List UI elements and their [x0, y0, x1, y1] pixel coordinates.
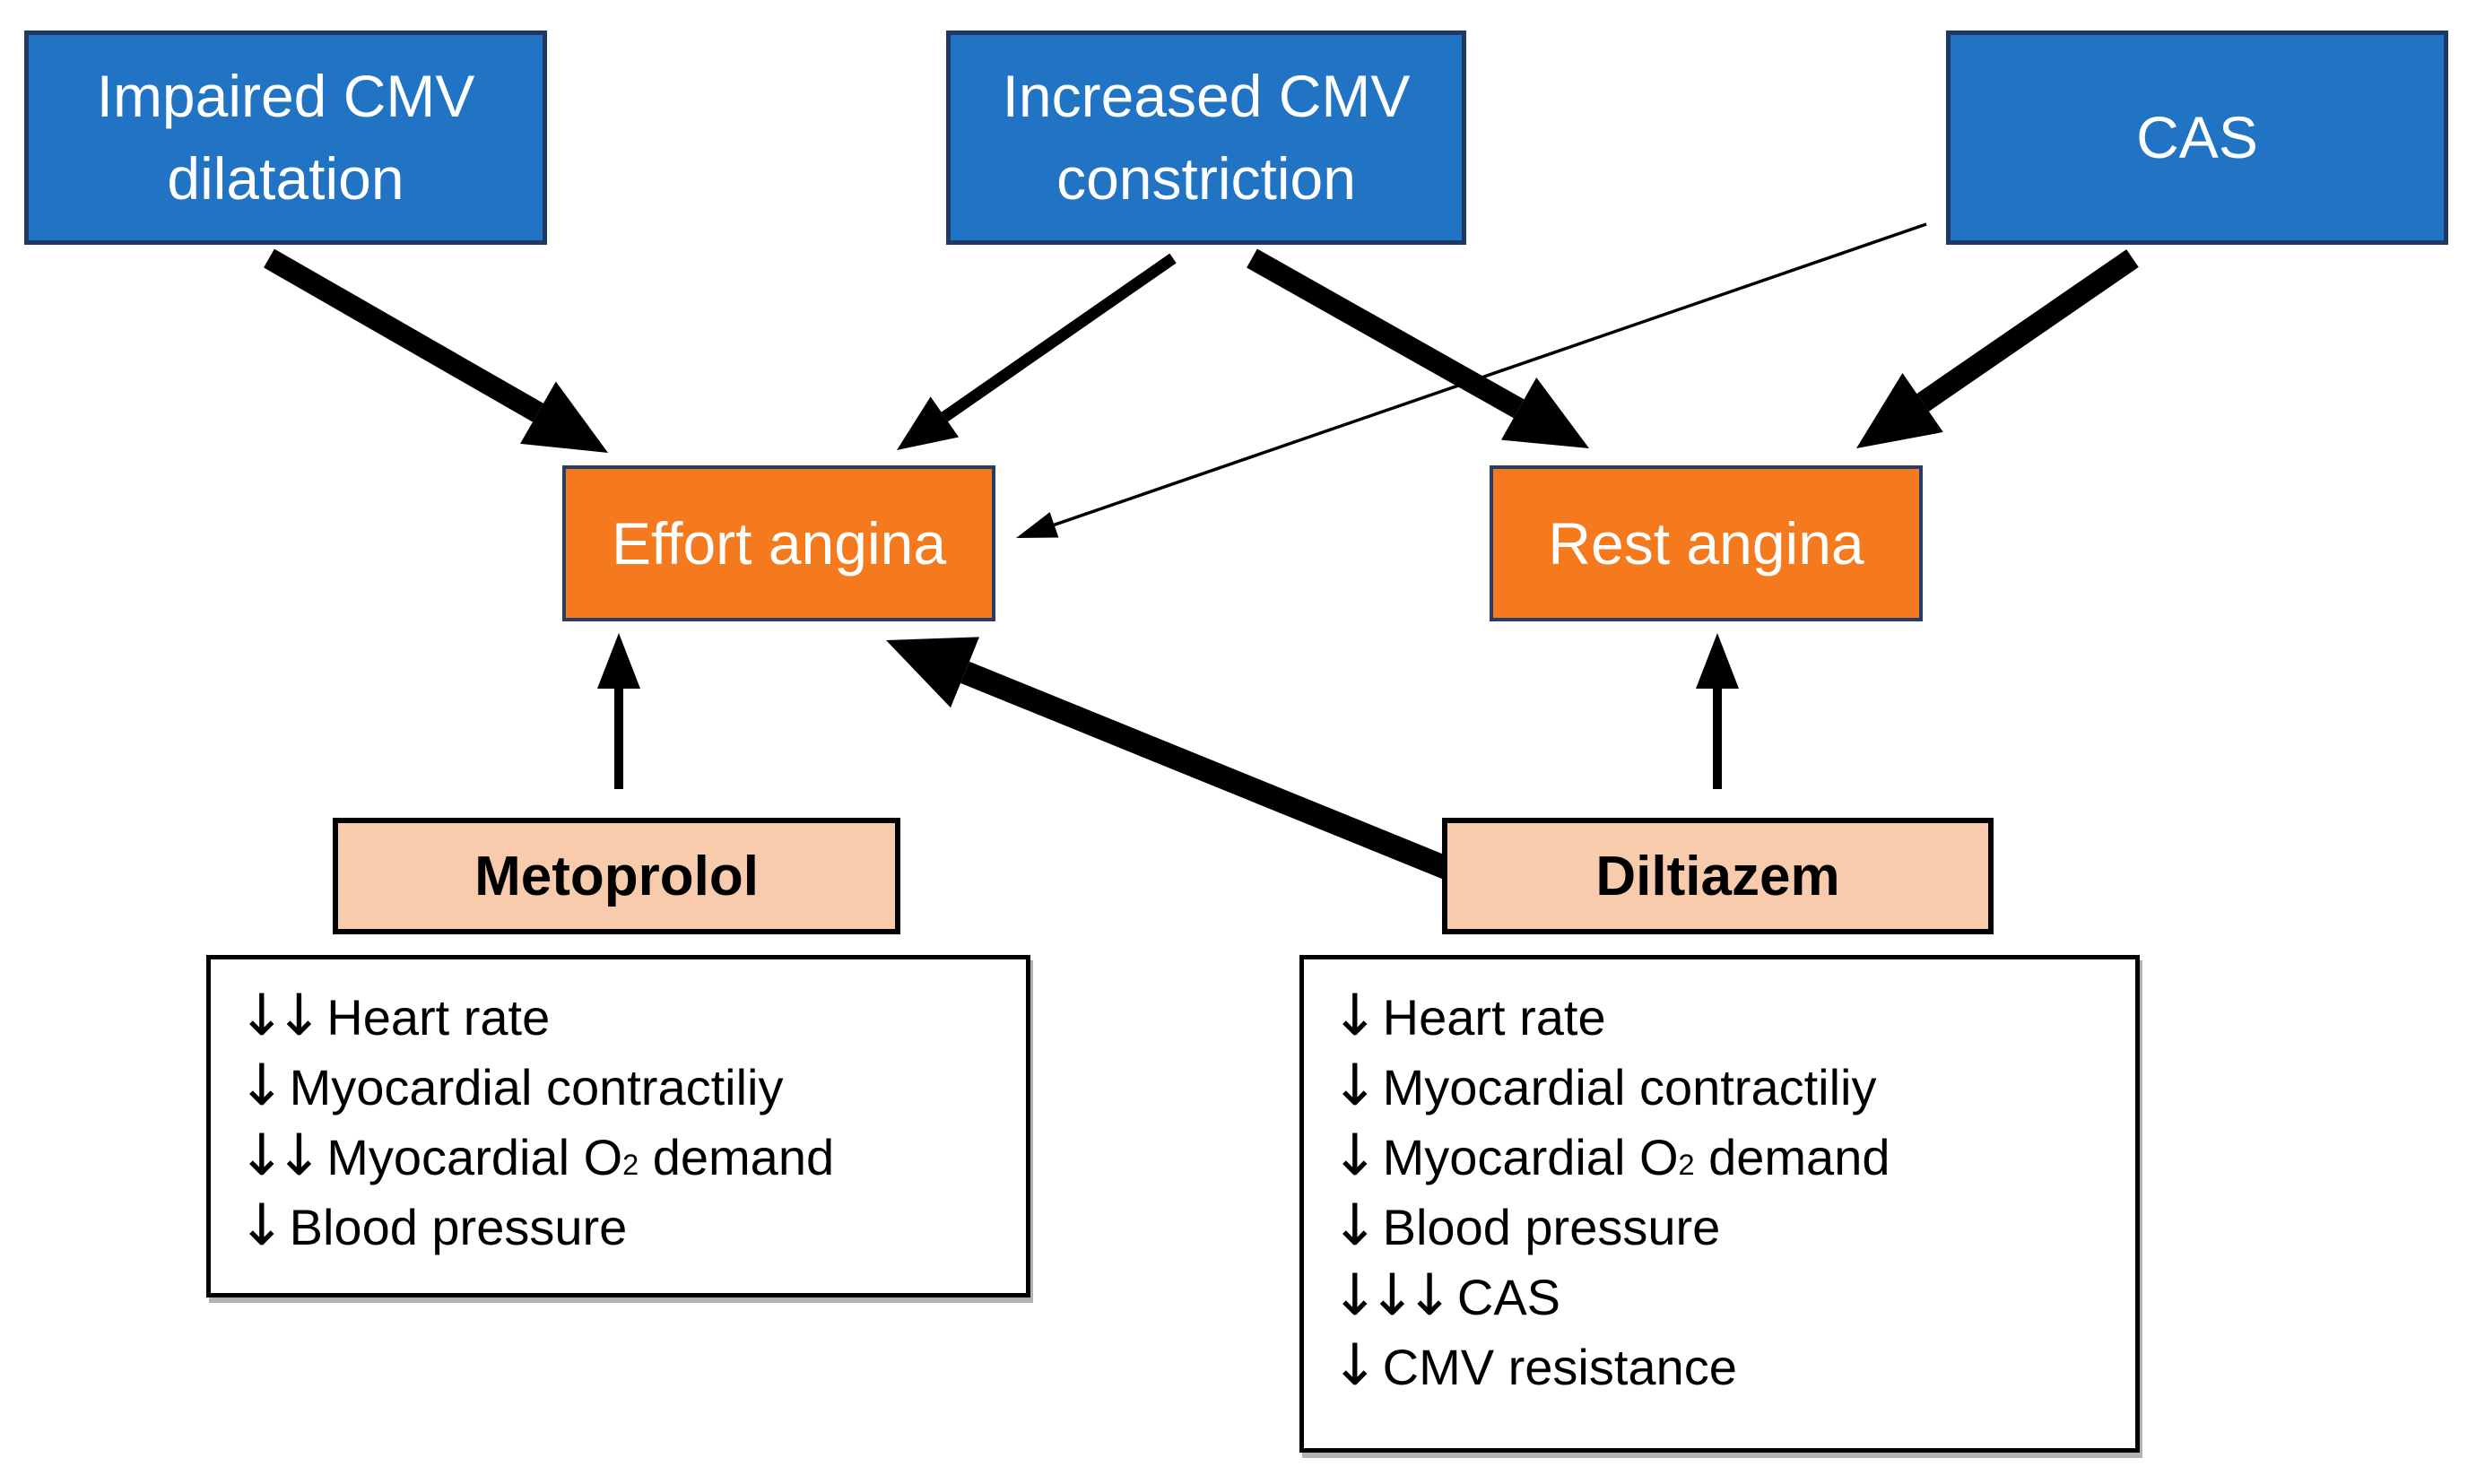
down-arrow-icon: ↓ [238, 1053, 286, 1119]
effect-line-cmv-resistance: ↓CMV resistance [1331, 1332, 1737, 1399]
effect-line-contractility: ↓Myocardial contractiliy [238, 1053, 784, 1119]
arrow-impaired-to-effort-angina [264, 248, 608, 453]
node-rest-angina: Rest angina [1490, 465, 1923, 621]
down-arrow-icon: ↓ [1331, 1053, 1379, 1119]
arrow-metoprolol-to-effort-angina [597, 633, 640, 789]
node-metoprolol: Metoprolol [333, 818, 900, 934]
down-arrow-icon: ↓ [1331, 1193, 1379, 1259]
node-effort-angina: Effort angina [562, 465, 995, 621]
effect-line-heart-rate: ↓↓Heart rate [238, 983, 551, 1049]
arrow-cas-to-effort-angina-thin [1016, 222, 1927, 538]
effect-line-contractility: ↓Myocardial contractiliy [1331, 1053, 1877, 1119]
arrow-increased-to-rest-angina [1247, 248, 1589, 448]
effect-line-blood-pressure: ↓Blood pressure [1331, 1193, 1721, 1259]
arrow-cas-to-rest-angina [1856, 249, 2139, 448]
node-cas: CAS [1946, 30, 2448, 245]
node-diltiazem: Diltiazem [1442, 818, 1994, 934]
down-arrow-icon: ↓↓ [238, 983, 323, 1049]
arrow-increased-to-effort-angina [897, 253, 1177, 450]
node-label: Increased CMV constriction [1002, 63, 1411, 212]
down-arrow-icon: ↓ [1331, 1123, 1379, 1189]
node-label: CAS [2136, 103, 2258, 170]
node-increased-cmv-constriction: Increased CMV constriction [946, 30, 1466, 245]
node-impaired-cmv-dilatation: Impaired CMV dilatation [24, 30, 547, 245]
node-label: Impaired CMV dilatation [96, 63, 475, 212]
down-arrow-icon: ↓ [238, 1193, 286, 1259]
down-arrow-icon: ↓ [1331, 983, 1379, 1049]
metoprolol-effects-list: ↓↓Heart rate ↓Myocardial contractiliy ↓↓… [206, 955, 1030, 1297]
node-label: Effort angina [611, 510, 947, 577]
effect-line-heart-rate: ↓Heart rate [1331, 983, 1606, 1049]
effect-line-cas: ↓↓↓CAS [1331, 1263, 1561, 1329]
node-label: Diltiazem [1595, 845, 1840, 907]
node-label: Rest angina [1548, 510, 1864, 577]
arrow-diltiazem-to-rest-angina [1696, 633, 1739, 789]
node-label: Metoprolol [474, 845, 759, 907]
down-arrow-icon: ↓↓↓ [1331, 1263, 1454, 1329]
down-arrow-icon: ↓ [1331, 1332, 1379, 1399]
arrow-diltiazem-to-effort-angina [886, 637, 1462, 884]
down-arrow-icon: ↓↓ [238, 1123, 323, 1189]
diltiazem-effects-list: ↓Heart rate ↓Myocardial contractiliy ↓My… [1299, 955, 2140, 1453]
effect-line-blood-pressure: ↓Blood pressure [238, 1193, 628, 1259]
